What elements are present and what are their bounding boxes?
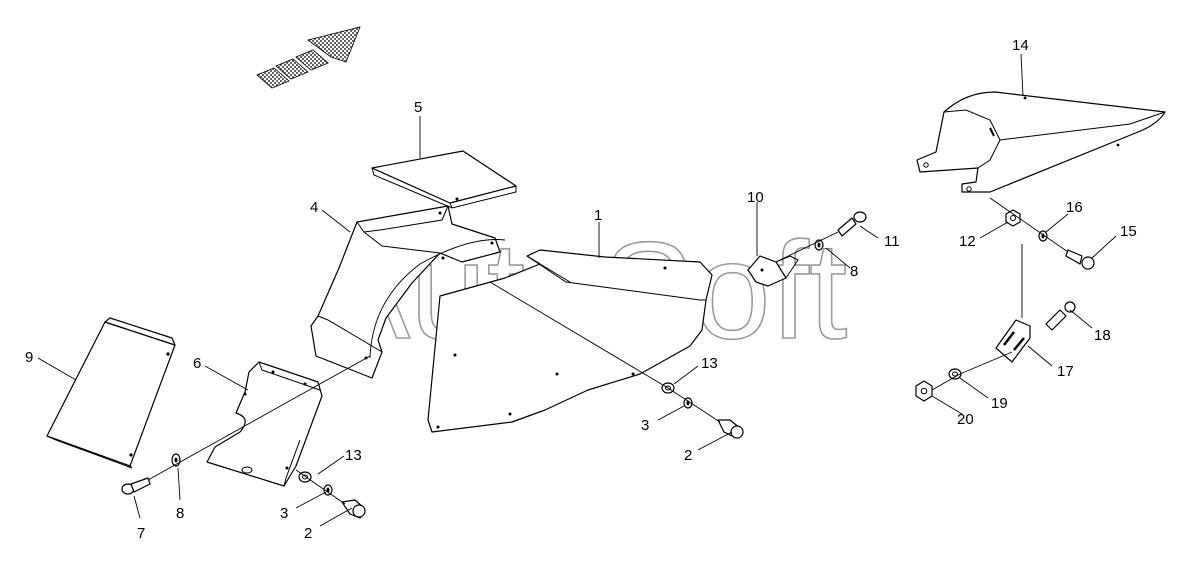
callout-8-left: 8	[176, 505, 184, 522]
callout-2-right: 2	[684, 447, 692, 464]
callout-3-left: 3	[280, 505, 288, 522]
callout-14: 14	[1012, 37, 1029, 54]
callout-18: 18	[1094, 327, 1111, 344]
part-1-panel	[427, 249, 713, 433]
part-14-hood	[916, 91, 1166, 193]
fastener-12-nut	[1005, 209, 1021, 227]
callout-17: 17	[1057, 363, 1074, 380]
callout-13-right: 13	[701, 355, 718, 372]
callout-13-left: 13	[345, 447, 362, 464]
callout-12: 12	[959, 233, 976, 250]
fastener-19-washer	[948, 368, 962, 380]
callout-7: 7	[137, 525, 145, 542]
callout-16: 16	[1066, 199, 1083, 216]
callout-6: 6	[193, 355, 201, 372]
fastener-2-bolt-left	[341, 499, 366, 519]
part-9-cover	[46, 317, 176, 469]
callout-11: 11	[884, 233, 900, 250]
callout-2-left: 2	[304, 525, 312, 542]
callout-15: 15	[1120, 223, 1137, 240]
part-4-chute	[310, 205, 501, 379]
callout-8-right: 8	[850, 263, 858, 280]
assembly-lines	[147, 197, 1069, 505]
fastener-7-bolt	[121, 477, 151, 495]
callout-10: 10	[747, 189, 764, 206]
direction-arrow-icon	[256, 26, 361, 89]
part-17-clip	[995, 319, 1031, 363]
callout-5: 5	[414, 99, 422, 116]
callout-labels: 1 5 4 6 9 10 11 8 14 12 16 15 18 17 19 2…	[25, 37, 1137, 542]
fastener-18-bolt	[1045, 301, 1076, 331]
part-5-plate	[371, 150, 517, 209]
part-6-bracket	[206, 361, 323, 487]
callout-20: 20	[957, 411, 974, 428]
callout-9: 9	[25, 349, 33, 366]
leader-lines	[37, 53, 1117, 527]
fastener-8-washer-left	[171, 453, 181, 467]
fastener-2-bolt-right	[717, 419, 744, 439]
callout-3-right: 3	[641, 417, 649, 434]
fastener-20-nut	[915, 380, 933, 402]
callout-19: 19	[991, 395, 1008, 412]
fastener-11-bolt	[837, 211, 867, 237]
fastener-15-bolt	[1065, 249, 1095, 270]
callout-1: 1	[594, 207, 602, 224]
callout-4: 4	[310, 199, 318, 216]
